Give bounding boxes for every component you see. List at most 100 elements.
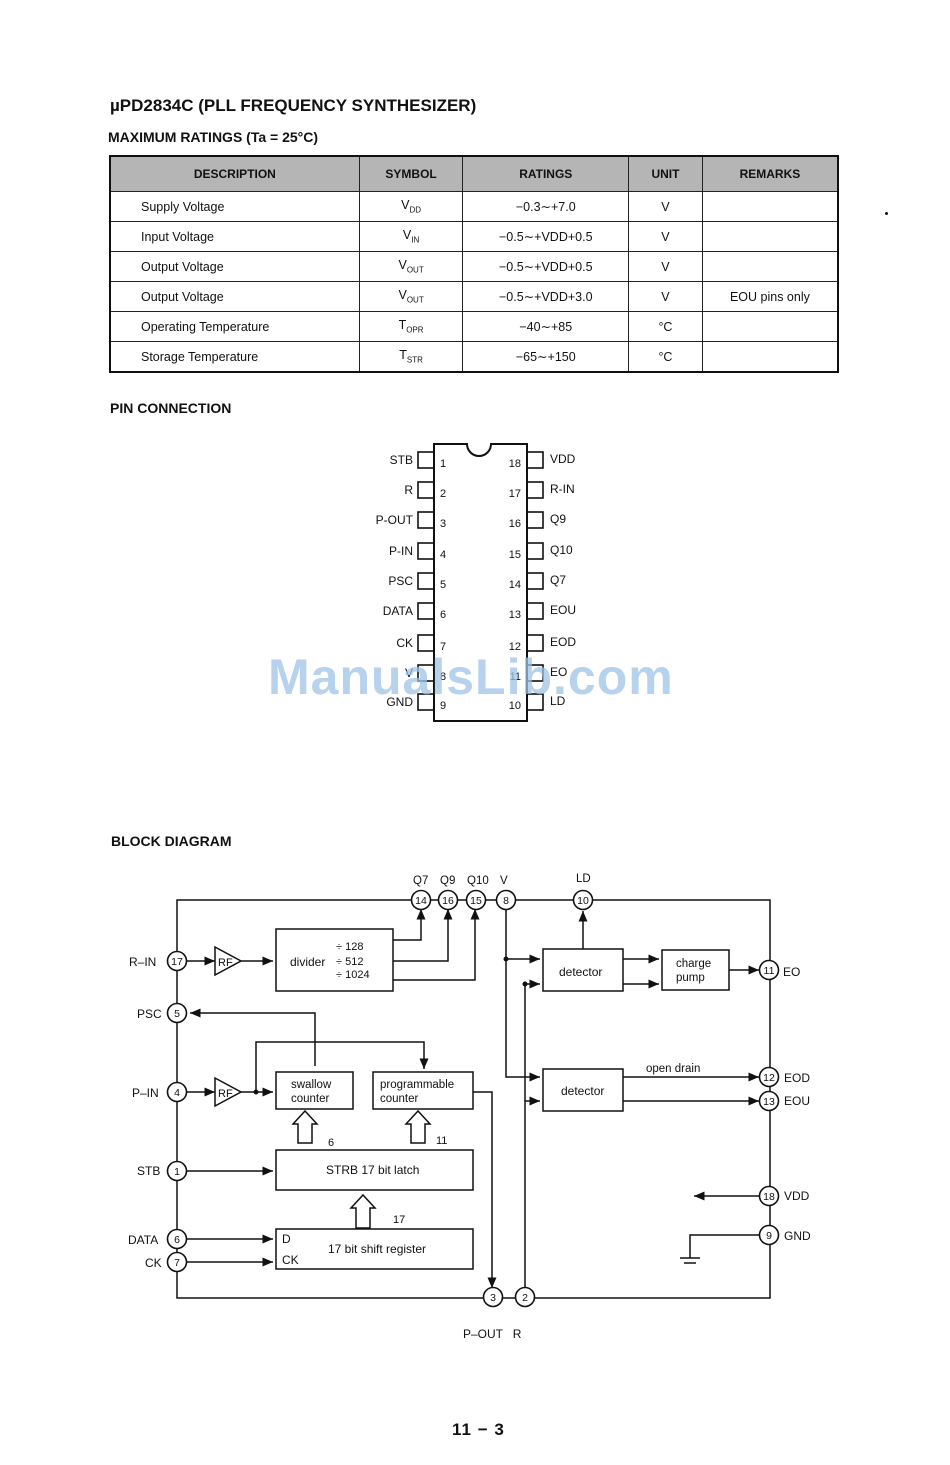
right-pin-name: R-IN [550,482,575,496]
left-pin-box [417,693,435,711]
right-pin-box [526,572,544,590]
left-pin-name: R [404,483,413,497]
pin-circle-number: 16 [442,895,454,907]
right-pin-box [526,634,544,652]
bus-17-label: 17 [393,1214,405,1226]
rf-amp-label-2: RF [218,1088,233,1100]
row-rating: −65∼+150 [462,341,630,373]
col-header-ratings: RATINGS [462,155,630,192]
div-512-label: ÷ 512 [336,956,363,968]
row-description: Storage Temperature [109,341,360,373]
right-pin-number: 18 [509,458,521,470]
top-q7-label: Q7 [413,875,428,887]
left-pin-box [417,634,435,652]
row-symbol: TSTR [358,341,464,373]
left-pin-box [417,511,435,529]
pin-circle-number: 4 [174,1087,180,1099]
right-pin-box [526,481,544,499]
right-pin-number: 10 [509,700,521,712]
swallow-label: swallow [291,1079,332,1091]
right-pin-box [526,693,544,711]
div-1024-label: ÷ 1024 [336,969,370,981]
left-pin-name: P-OUT [376,513,414,527]
pin-circle-number: 7 [174,1257,180,1269]
pin-circle [166,950,188,972]
bottom-labels: P–OUT R [463,1327,522,1341]
row-rating: −0.3∼+7.0 [462,191,630,222]
watermark: ManualsLib.com [268,649,674,705]
page-title: µPD2834C (PLL FREQUENCY SYNTHESIZER) [110,96,477,115]
pin-circle [495,889,517,911]
pin-circle-number: 10 [577,895,589,907]
pin-circle [410,889,432,911]
pin-circle-number: 13 [763,1096,775,1108]
left-pin-name: PSC [388,574,413,588]
pin-circle [758,1224,780,1246]
pin-circle [514,1286,536,1308]
right-eo-label: EO [783,965,800,979]
left-pin-box [417,542,435,560]
shift-ck-label: CK [282,1253,299,1267]
pin-connection-heading: PIN CONNECTION [110,400,232,416]
row-unit: V [628,281,703,312]
right-eou-label: EOU [784,1094,810,1108]
right-pin-number: 16 [509,518,521,530]
right-pin-number: 13 [509,609,521,621]
left-pin-number: 5 [440,579,446,591]
left-rin-label: R–IN [129,955,156,969]
block-diagram-heading: BLOCK DIAGRAM [111,833,232,849]
right-pin-box [526,451,544,469]
row-unit: °C [628,311,703,342]
pin-circle [758,1185,780,1207]
programmable-label: programmable [380,1079,454,1091]
pin-circle-number: 9 [766,1230,772,1242]
row-symbol: VIN [358,221,464,252]
row-rating: −0.5∼+VDD+3.0 [462,281,630,312]
row-description: Operating Temperature [109,311,360,342]
pin-circle-number: 14 [415,895,427,907]
stray-dot [885,212,888,215]
swallow-counter-label: counter [291,1093,330,1105]
top-ld-label: LD [576,873,591,885]
left-pin-number: 8 [440,671,446,683]
pin-circle [758,1066,780,1088]
row-symbol: VDD [358,191,464,222]
pin-circle [166,1160,188,1182]
pin-circle [482,1286,504,1308]
left-pin-box [417,451,435,469]
pin-circle-number: 11 [764,965,775,977]
pin-circle [166,1081,188,1103]
pin-circle-number: 1 [174,1166,180,1178]
pin-circle-number: 18 [763,1191,775,1203]
open-drain-label: open drain [646,1063,700,1075]
left-pin-box [417,572,435,590]
left-pin-number: 9 [440,700,446,712]
left-pin-name: STB [390,453,413,467]
right-pin-name: LD [550,694,566,708]
pump-label: pump [676,972,705,984]
right-pin-number: 17 [509,488,521,500]
left-pin-name: CK [396,636,413,650]
pin-circle-number: 2 [522,1292,528,1304]
detector-1-label: detector [559,965,602,979]
pin-circle-number: 3 [490,1292,496,1304]
top-v-label: V [500,875,508,887]
left-pin-name: DATA [383,604,413,618]
row-unit: °C [628,341,703,373]
col-header-description: DESCRIPTION [109,155,360,192]
row-rating: −40∼+85 [462,311,630,342]
row-remark [701,341,839,373]
ratings-table: DESCRIPTION SYMBOL RATINGS UNIT REMARKS … [109,155,839,373]
left-ck-label: CK [145,1256,162,1270]
bus-6-label: 6 [328,1137,334,1149]
right-pin-name: Q7 [550,573,566,587]
programmable-counter-label: counter [380,1093,419,1105]
table-row: Operating Temperature TOPR −40∼+85 °C [109,311,839,342]
pin-circle [572,889,594,911]
left-stb-label: STB [137,1164,160,1178]
right-pin-name: Q9 [550,512,566,526]
left-pin-box [417,481,435,499]
left-pin-name: V [405,666,413,680]
pin-circle [166,1228,188,1250]
left-pin-number: 2 [440,488,446,500]
